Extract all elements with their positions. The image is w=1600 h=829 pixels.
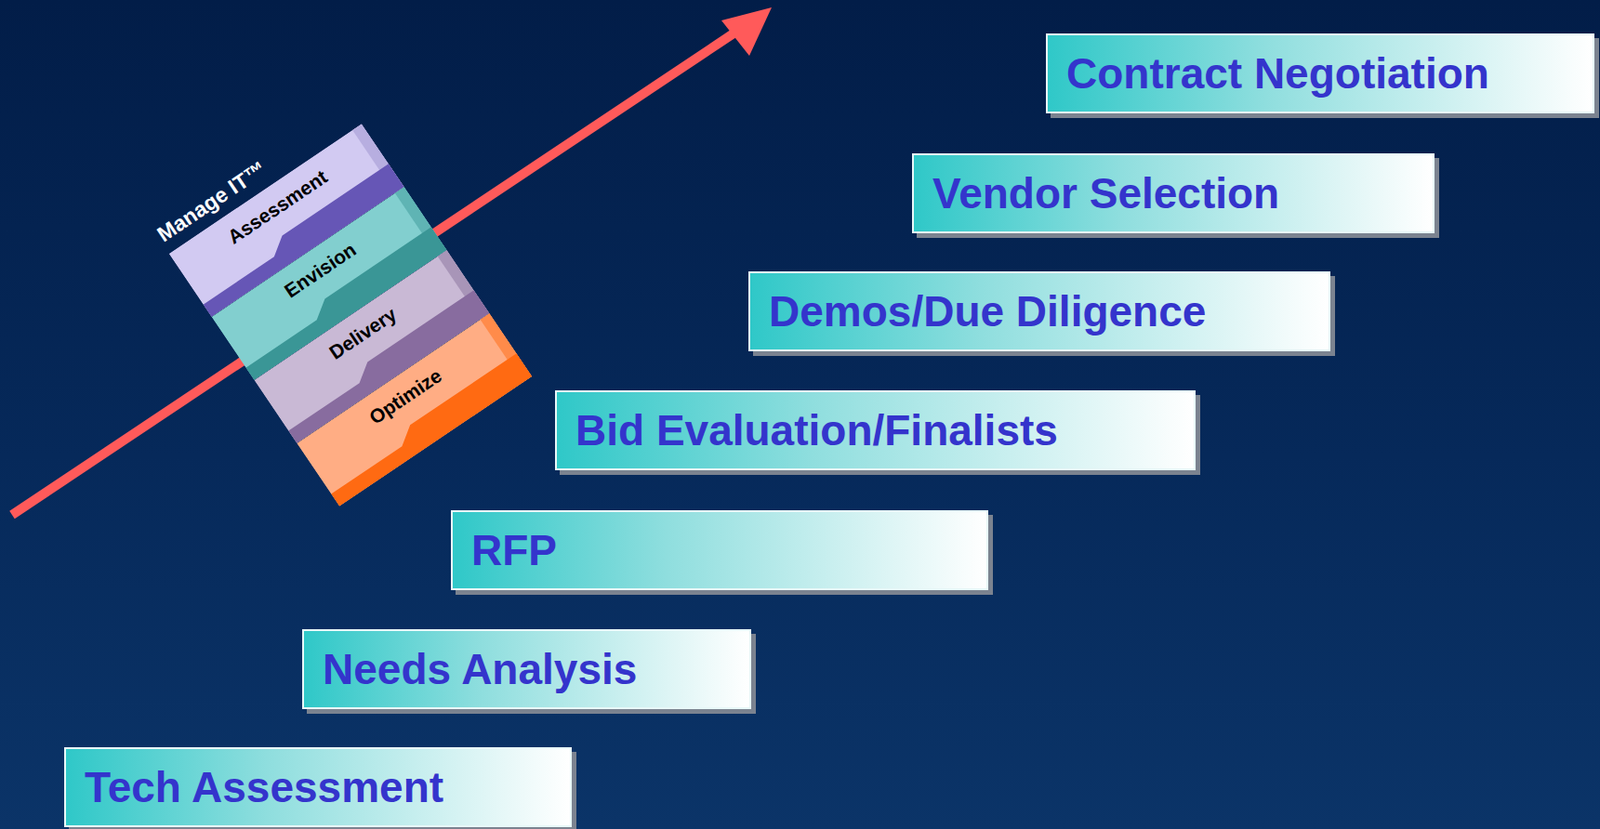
step-label: Demos/Due Diligence (750, 286, 1206, 337)
step-label: Tech Assessment (66, 762, 444, 813)
band-face (296, 313, 532, 507)
process-step: Tech Assessment (64, 747, 572, 828)
step-label: Vendor Selection (913, 168, 1280, 219)
process-step: Contract Negotiation (1045, 33, 1595, 114)
step-label: Bid Evaluation/Finalists (556, 405, 1058, 456)
step-label: RFP (452, 525, 557, 576)
process-step: RFP (450, 510, 989, 591)
process-step: Needs Analysis (302, 629, 752, 710)
step-label: Contract Negotiation (1047, 48, 1490, 99)
manage-it-stack: Manage IT™AssessmentEnvisionDeliveryOpti… (169, 123, 533, 507)
arrow-head (721, 7, 772, 56)
process-step: Vendor Selection (912, 153, 1435, 234)
process-step: Demos/Due Diligence (748, 271, 1331, 352)
process-step: Bid Evaluation/Finalists (555, 390, 1196, 471)
step-label: Needs Analysis (304, 644, 637, 695)
